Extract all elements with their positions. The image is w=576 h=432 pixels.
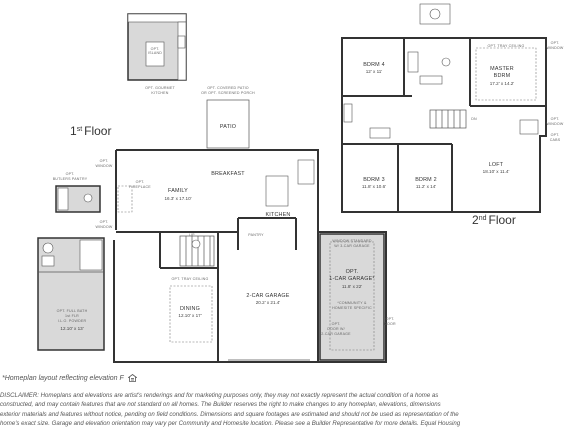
equal-housing-icon <box>126 374 138 382</box>
bdrm2-size: 11.2' x 14' <box>416 184 436 189</box>
first-floor-plan: BREAKFAST FAMILY 16.3' x 17.10' KITCHEN … <box>113 149 396 363</box>
opt-window-note-1a: OPT. <box>100 159 109 163</box>
opt-door-garage-note-1: OPT. <box>332 322 341 326</box>
disclaimer: DISCLAIMER: Homeplans and elevations are… <box>0 391 574 428</box>
opt-cabs-note-top: OPT. <box>551 133 560 137</box>
kitchen-label: KITCHEN <box>265 212 290 218</box>
disclaimer-line-1: DISCLAIMER: Homeplans and elevations are… <box>0 392 439 399</box>
opt-island-label-1: OPT. <box>151 47 160 51</box>
master-size: 17.2' x 14.2' <box>490 81 515 86</box>
community-note-2: HOMESITE SPECIFIC <box>332 306 372 310</box>
butlers-pantry-label-1: OPT. <box>66 172 75 176</box>
opt-window-note-2b: WINDOW <box>96 225 113 229</box>
opt-island-label-2: ISLAND <box>148 51 162 55</box>
opt-door-note-1: OPT. <box>386 317 395 321</box>
opt-window-note-2a: OPT. <box>100 220 109 224</box>
opt-door-garage-note-3: 2-CAR GARAGE <box>321 332 351 336</box>
up-label: UP <box>189 233 195 237</box>
gourmet-kitchen-label-1: OPT. GOURMET <box>145 86 175 90</box>
disclaimer-line-2: constructed, and may contain features th… <box>0 401 441 409</box>
dining-tray-ceiling-note: OPT. TRAY CEILING <box>172 277 209 281</box>
garage-label: 2-CAR GARAGE <box>246 293 289 299</box>
dining-label: DINING <box>180 306 200 312</box>
master-tray-ceiling-note: OPT. TRAY CEILING <box>488 44 525 48</box>
community-note-1: *COMMUNITY & <box>337 301 367 305</box>
butlers-pantry-inset: OPT. BUTLERS PANTRY <box>53 172 101 213</box>
opt-garage-label-top: OPT. <box>346 269 359 275</box>
opt-window-note-1b: WINDOW <box>96 164 113 168</box>
opt-garage-label: 1-CAR GARAGE* <box>329 276 375 282</box>
gourmet-kitchen-label-2: KITCHEN <box>151 91 168 95</box>
dining-size: 12.10' x 17' <box>178 313 201 318</box>
gourmet-kitchen-inset: OPT. ISLAND OPT. GOURMET KITCHEN <box>127 13 187 95</box>
full-bath-label-low: I.L.O. POWDER <box>58 319 87 323</box>
full-bath-size: 12.10' x 13' <box>60 326 83 331</box>
second-floor-plan: OPT. TRAY CEILING BDRM 4 12' x 11' MASTE… <box>341 3 564 213</box>
opt-door-garage-note-2: DOOR W/ <box>327 327 345 331</box>
full-bath-label-mid: 1st FLR <box>65 314 79 318</box>
opt-garage-size: 11.8' x 22' <box>342 284 362 289</box>
opt-window-note-2a-bottom: WINDOW <box>547 46 564 50</box>
butlers-pantry-label-2: BUTLERS PANTRY <box>53 177 88 181</box>
bdrm3-label: BDRM 3 <box>363 177 385 183</box>
garage-size: 20.2' x 21.4' <box>256 300 281 305</box>
opt-fireplace-note-1: OPT. <box>136 180 145 184</box>
patio-label: PATIO <box>220 124 236 130</box>
pantry-label: PANTRY <box>248 233 264 237</box>
bdrm4-label: BDRM 4 <box>363 62 385 68</box>
loft-size: 18.10' x 11.4' <box>483 169 510 174</box>
covered-patio-note-1: OPT. COVERED PATIO <box>207 86 249 90</box>
opt-window-note-2b-bottom: WINDOW <box>547 122 564 126</box>
master-label: MASTER <box>490 66 514 72</box>
loft-label: LOFT <box>489 162 504 168</box>
elevation-footnote-text: *Homeplan layout reflecting elevation F <box>2 374 124 382</box>
floor-plan-drawing: OPT. ISLAND OPT. GOURMET KITCHEN OPT. CO… <box>37 3 564 363</box>
family-size: 16.3' x 17.10' <box>164 196 191 201</box>
disclaimer-line-4: home's exact size. Garage and elevation … <box>0 419 461 427</box>
breakfast-label: BREAKFAST <box>211 171 245 177</box>
window-standard-note-1: WINDOW STANDARD <box>332 239 371 243</box>
opt-window-note-2a-top: OPT. <box>551 41 560 45</box>
dn-label: DN <box>471 117 477 121</box>
opt-window-note-2b-top: OPT. <box>551 117 560 121</box>
bdrm2-label: BDRM 2 <box>415 177 437 183</box>
opt-cabs-note-bottom: CABS <box>550 138 561 142</box>
family-label: FAMILY <box>168 188 188 194</box>
bdrm3-size: 11.8' x 10.6' <box>362 184 386 189</box>
full-bath-label-top: OPT. FULL BATH <box>57 309 88 313</box>
full-bath-inset: OPT. FULL BATH 1st FLR I.L.O. POWDER 12.… <box>37 237 105 351</box>
elevation-footnote: *Homeplan layout reflecting elevation F <box>2 374 138 382</box>
disclaimer-line-3: exterior materials and features without … <box>0 410 459 418</box>
covered-patio-note-2: OR OPT. SCREENED PORCH <box>201 91 255 95</box>
master-label-2: BDRM <box>494 73 511 79</box>
opt-fireplace-note-2: FIREPLACE <box>129 185 151 189</box>
window-standard-note-2: W/ 3-CAR GARAGE <box>334 244 370 248</box>
opt-door-note-2: DOOR <box>384 322 396 326</box>
bdrm4-size: 12' x 11' <box>366 69 383 74</box>
